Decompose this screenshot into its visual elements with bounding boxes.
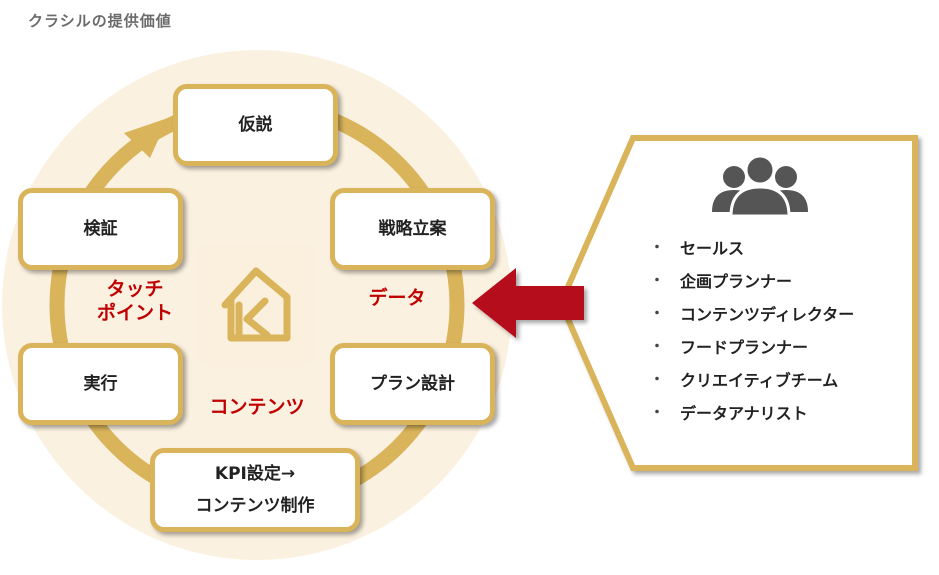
bullet: ・: [650, 306, 664, 322]
people-group-icon: [712, 154, 808, 218]
step-verify-label: 検証: [83, 218, 118, 239]
list-item: ・データアナリスト: [650, 397, 854, 430]
step-hypothesis: 仮説: [173, 84, 338, 166]
step-execute-label: 実行: [83, 373, 118, 394]
data-label: データ: [368, 287, 426, 309]
content-label: コンテンツ: [209, 396, 305, 418]
step-verify: 検証: [18, 188, 183, 270]
step-strategy-label: 戦略立案: [378, 218, 447, 239]
step-plan-design: プラン設計: [330, 343, 495, 425]
role-label: セールス: [680, 239, 745, 258]
list-item: ・フードプランナー: [650, 331, 854, 364]
list-item: ・セールス: [650, 232, 854, 265]
bullet: ・: [650, 405, 664, 421]
page-title: クラシルの提供価値: [28, 12, 172, 30]
role-label: 企画プランナー: [680, 272, 793, 291]
bullet: ・: [650, 339, 664, 355]
step-strategy: 戦略立案: [330, 188, 495, 270]
role-label: データアナリスト: [680, 404, 808, 423]
list-item: ・クリエイティブチーム: [650, 364, 854, 397]
touchpoint-label-line1: タッチ: [106, 278, 164, 300]
roles-callout-shape: [557, 135, 918, 471]
touchpoint-label: タッチ ポイント: [80, 278, 190, 326]
step-kpi-content: KPI設定→ コンテンツ制作: [150, 448, 360, 532]
step-plan-design-label: プラン設計: [370, 373, 455, 394]
touchpoint-label-line2: ポイント: [96, 301, 173, 324]
list-item: ・企画プランナー: [650, 265, 854, 298]
step-kpi-label-line1: KPI設定→: [214, 463, 296, 484]
cycle-arrowhead-icon: [124, 118, 168, 158]
logo-tile: [195, 243, 317, 367]
bullet: ・: [650, 372, 664, 388]
roles-list: ・セールス ・企画プランナー ・コンテンツディレクター ・フードプランナー ・ク…: [650, 232, 854, 430]
step-hypothesis-label: 仮説: [238, 114, 273, 135]
role-label: クリエイティブチーム: [680, 371, 839, 390]
bullet: ・: [650, 240, 664, 256]
data-arrow-icon: [472, 268, 584, 338]
bullet: ・: [650, 273, 664, 289]
kurashiru-house-logo-icon: [221, 267, 291, 342]
list-item: ・コンテンツディレクター: [650, 298, 854, 331]
step-kpi-label-line2: コンテンツ制作: [195, 496, 315, 516]
step-execute: 実行: [18, 343, 183, 425]
role-label: フードプランナー: [680, 338, 809, 357]
role-label: コンテンツディレクター: [680, 305, 855, 324]
